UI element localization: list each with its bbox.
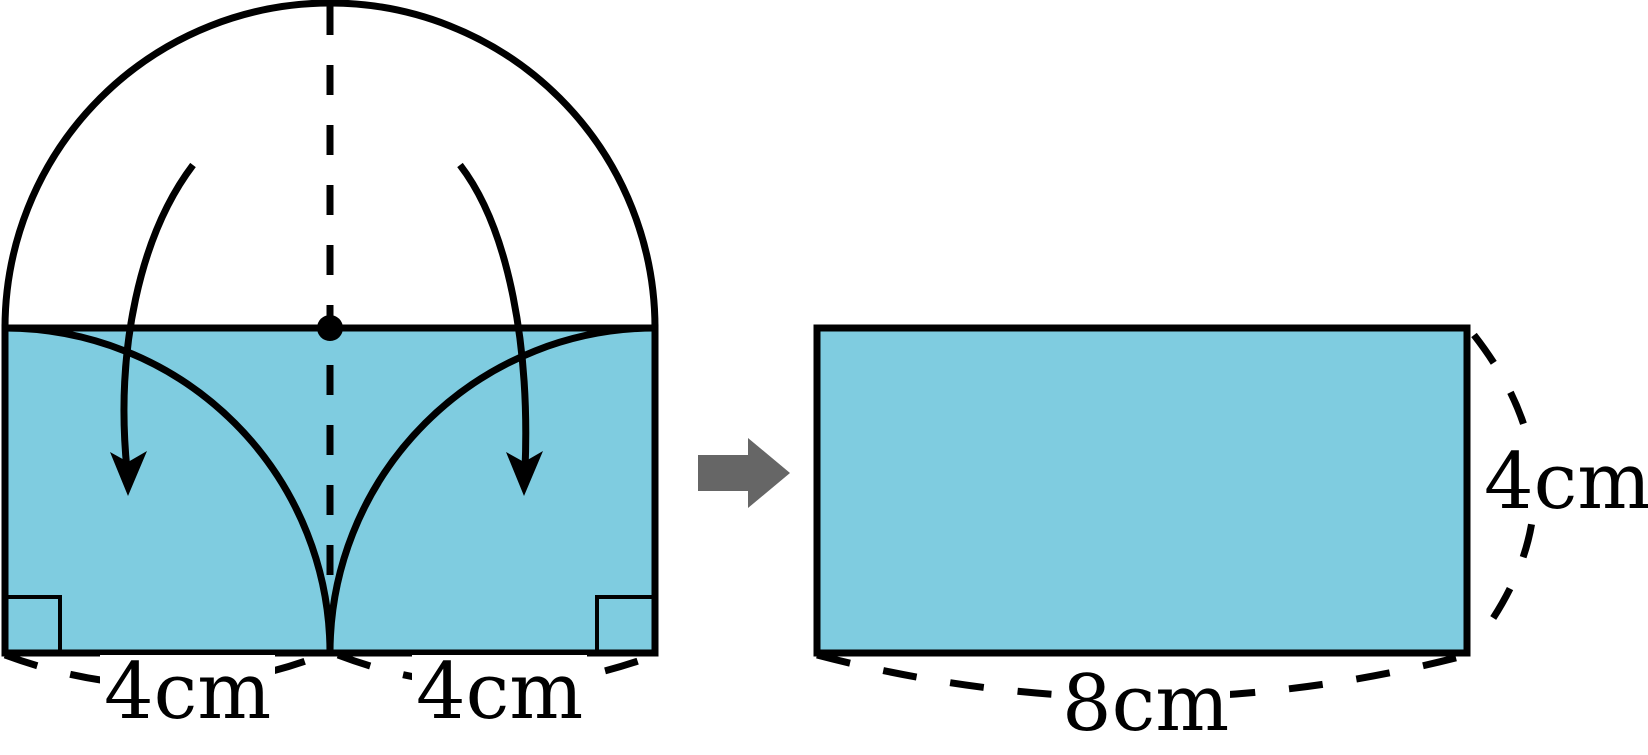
label-left-base-right: 4cm	[416, 647, 583, 737]
fold-arrow-right-head	[506, 451, 543, 496]
right-arrow-icon	[698, 438, 790, 508]
dimension-arc-width	[816, 651, 1468, 701]
right-angle-mark-left	[5, 595, 62, 653]
label-bg-left	[100, 655, 275, 725]
left-quarter-arc	[4, 324, 334, 654]
right-figure: 4cm 8cm	[813, 324, 1648, 750]
fold-arrow-left-curve	[120, 162, 196, 471]
label-left-base-left: 4cm	[104, 647, 271, 737]
upper-semicircle	[1, 0, 659, 329]
fold-arrow-left-head	[110, 451, 147, 496]
right-rectangle	[813, 324, 1471, 657]
right-angle-mark-right	[595, 595, 655, 653]
fold-arrow-right-curve	[457, 162, 530, 471]
right-quarter-arc	[326, 324, 656, 654]
center-point	[317, 315, 343, 341]
label-bg-right	[412, 655, 587, 725]
label-right-height: 4cm	[1484, 437, 1648, 527]
label-bg-width	[1055, 670, 1230, 750]
left-figure: 4cm 4cm	[1, 0, 659, 737]
label-bg-height	[1480, 440, 1648, 520]
label-right-width: 8cm	[1062, 659, 1229, 749]
